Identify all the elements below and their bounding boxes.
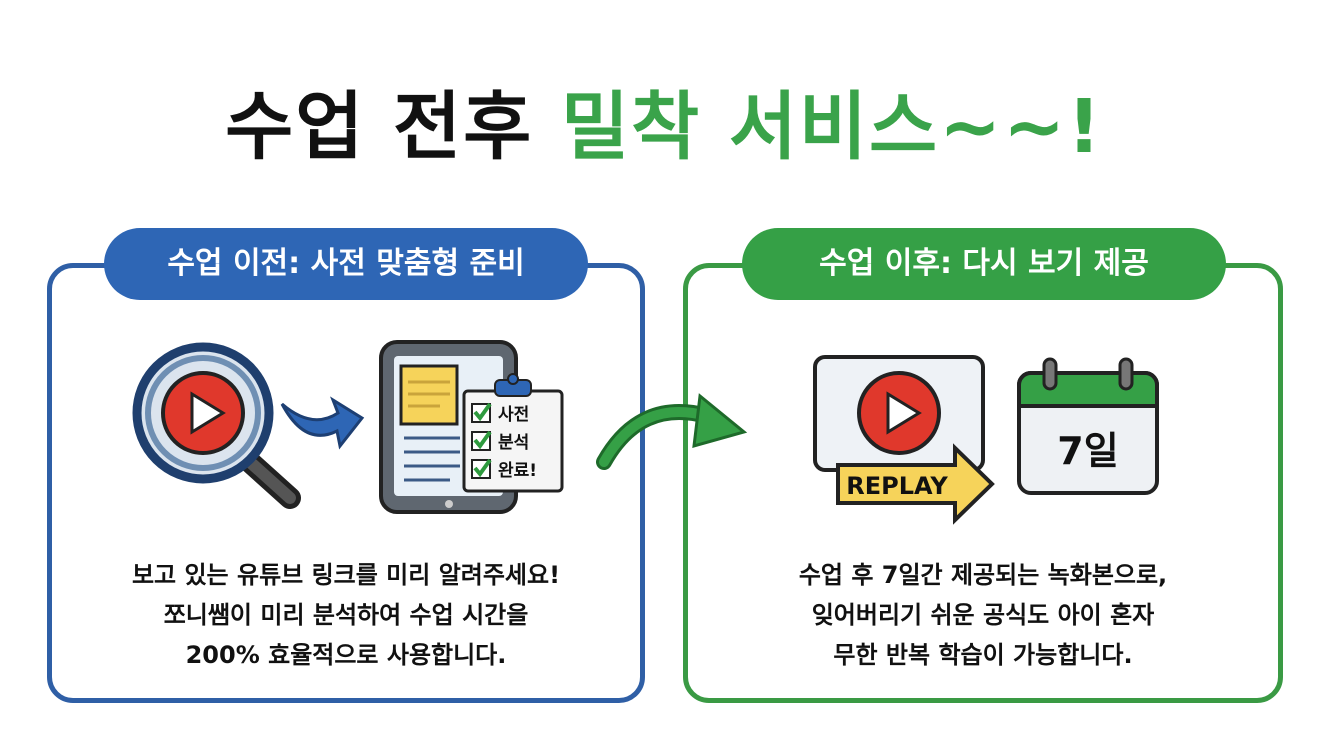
tablet-checklist-icon: 사전 분석 완료!: [379, 340, 564, 514]
after-description: 수업 후 7일간 제공되는 녹화본으로, 잊어버리기 쉬운 공식도 아이 혼자 …: [683, 555, 1283, 675]
replay-video-icon: REPLAY: [813, 355, 995, 525]
calendar-label: 7일: [1057, 429, 1118, 473]
blue-arrow-icon: [280, 396, 365, 450]
magnifier-play-icon: [132, 342, 301, 509]
before-class-badge: 수업 이전: 사전 맞춤형 준비: [104, 228, 588, 300]
calendar-icon: 7일: [1017, 357, 1159, 495]
checklist-item-2: 분석: [498, 433, 529, 453]
page-title: 수업 전후 밀착 서비스~~!: [0, 82, 1328, 172]
after-class-badge: 수업 이후: 다시 보기 제공: [742, 228, 1226, 300]
replay-label: REPLAY: [846, 472, 948, 500]
title-part-1: 수업 전후: [225, 84, 534, 170]
green-arrow-icon: [596, 393, 748, 470]
after-description-line-1: 수업 후 7일간 제공되는 녹화본으로,: [798, 561, 1168, 589]
after-description-line-3: 무한 반복 학습이 가능합니다.: [833, 641, 1133, 669]
after-description-line-2: 잊어버리기 쉬운 공식도 아이 혼자: [811, 601, 1155, 629]
checklist-item-3: 완료!: [498, 461, 537, 481]
before-description-line-3: 200% 효율적으로 사용합니다.: [185, 641, 507, 669]
title-part-2: 밀착 서비스~~!: [560, 84, 1103, 170]
checklist-item-1: 사전: [498, 405, 529, 425]
before-description-line-2: 쪼니쌤이 미리 분석하여 수업 시간을: [163, 601, 529, 629]
before-description: 보고 있는 유튜브 링크를 미리 알려주세요! 쪼니쌤이 미리 분석하여 수업 …: [47, 555, 645, 675]
before-description-line-1: 보고 있는 유튜브 링크를 미리 알려주세요!: [131, 561, 561, 589]
